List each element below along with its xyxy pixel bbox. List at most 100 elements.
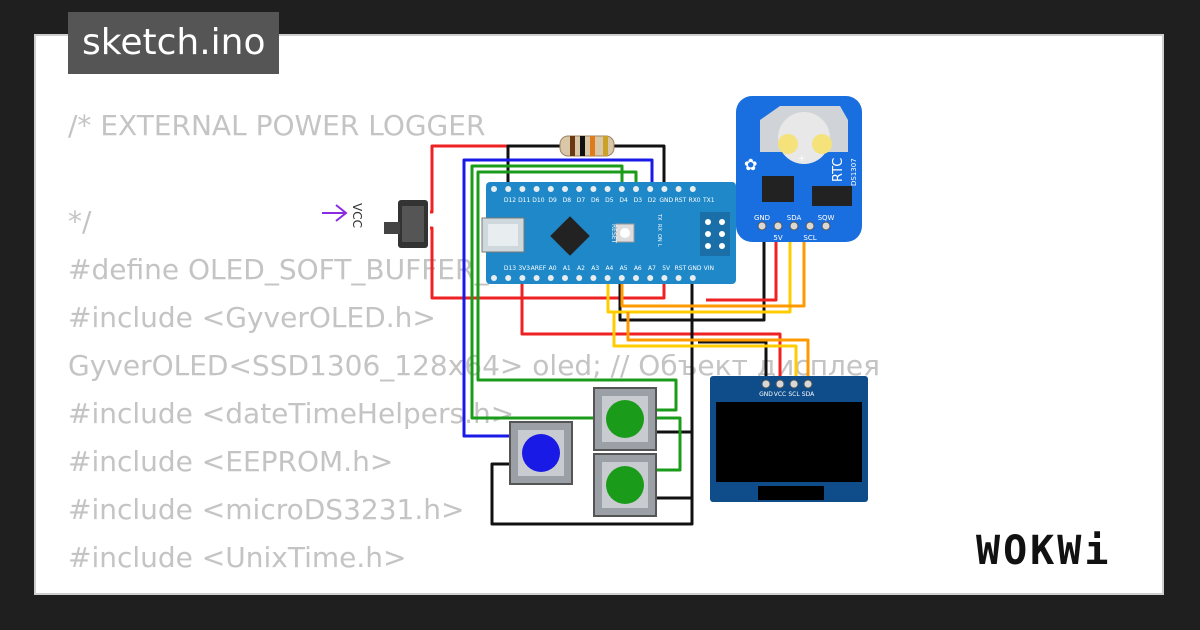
pin-label: A3	[591, 265, 599, 272]
pin-label: VIN	[704, 265, 714, 272]
pin-label: D10	[532, 197, 544, 204]
code-line: #include <microDS3231.h>	[68, 493, 465, 526]
code-line: #include <GyverOLED.h>	[68, 301, 436, 334]
led-label: RX	[656, 224, 662, 231]
wire-blue	[462, 158, 654, 438]
pin-label: RX0	[689, 197, 701, 204]
pin	[576, 186, 583, 192]
filename-tab: sketch.ino	[68, 12, 280, 74]
wire-black	[698, 340, 768, 380]
pin-label: GND	[754, 214, 770, 222]
code-line: */	[68, 205, 92, 238]
pin-label: A6	[634, 265, 642, 272]
pin	[789, 379, 799, 389]
wire-yellow	[612, 312, 798, 380]
rtc-chip	[762, 176, 794, 202]
pin	[519, 275, 526, 281]
pin	[773, 221, 783, 231]
code-line: /* EXTERNAL POWER LOGGER	[68, 109, 486, 142]
pin-label: GND	[688, 265, 702, 272]
pin	[633, 186, 639, 192]
pin	[547, 275, 554, 281]
pin	[562, 186, 568, 192]
pin-label: A2	[577, 265, 585, 272]
pin-label: D7	[577, 197, 586, 204]
pin	[689, 186, 696, 192]
pin-label: D8	[563, 197, 572, 204]
pin-label: SDA	[787, 214, 802, 222]
pin	[491, 275, 497, 281]
icsp-header	[700, 212, 730, 256]
pin-label: D13	[504, 265, 516, 272]
pin	[647, 186, 654, 192]
pin	[757, 221, 767, 231]
pin	[675, 275, 682, 281]
pin-label: RST	[675, 265, 687, 272]
pin-label: TX1	[702, 197, 715, 204]
rtc-title: RTC	[831, 158, 846, 182]
pin-label: 5V	[662, 265, 671, 272]
pin-label: D11	[518, 197, 530, 204]
pin-label: A4	[605, 265, 613, 272]
vcc-arrow-icon	[322, 204, 348, 222]
led-label: L	[656, 244, 662, 247]
pin	[805, 221, 815, 231]
button-green-bottom[interactable]	[593, 453, 657, 517]
wire-black	[614, 144, 666, 194]
resistor	[559, 135, 615, 157]
pin-label: SQW	[818, 214, 835, 222]
pin	[547, 186, 554, 192]
button-blue[interactable]	[509, 421, 573, 485]
rtc-model: DS1307	[850, 158, 858, 186]
wires	[430, 144, 810, 526]
pin	[576, 275, 583, 281]
pin	[789, 221, 799, 231]
vcc-label: VCC	[350, 203, 364, 228]
pin	[604, 275, 611, 281]
pin-label: D4	[619, 197, 628, 204]
pin	[533, 186, 540, 192]
wire-green	[470, 164, 682, 472]
pin-label: D3	[634, 197, 643, 204]
wire-red	[706, 226, 778, 302]
pin-label: SDA	[802, 391, 815, 398]
pin	[647, 275, 654, 281]
slide-switch[interactable]	[384, 200, 428, 248]
pin	[562, 275, 568, 281]
vcc-source: VCC	[322, 203, 364, 228]
wire-yellow	[606, 226, 792, 314]
pin	[633, 275, 639, 281]
wire-black	[506, 144, 560, 196]
pin	[519, 186, 526, 192]
code-line: #include <EEPROM.h>	[68, 445, 394, 478]
pin	[533, 275, 540, 281]
pin	[590, 275, 597, 281]
pin	[775, 379, 785, 389]
wire-red	[430, 144, 560, 214]
pin	[618, 275, 625, 281]
pin	[505, 275, 512, 281]
wokwi-logo: WOKWi	[976, 528, 1112, 574]
frame-shadow	[1166, 48, 1200, 608]
pin	[661, 186, 668, 192]
pin	[821, 221, 831, 231]
wire-black	[490, 272, 694, 526]
mcu-chip	[550, 216, 590, 256]
led-label: TX	[656, 213, 662, 221]
pin-label: GND	[659, 197, 673, 204]
pin-label: D12	[504, 197, 516, 204]
code-line: #include <dateTimeHelpers.h>	[68, 397, 515, 430]
pin-label: D5	[605, 197, 614, 204]
wire-orange	[620, 226, 806, 308]
pin	[491, 186, 497, 192]
button-green-top[interactable]	[593, 387, 657, 451]
pin-label: D9	[548, 197, 557, 204]
crystal	[812, 186, 852, 206]
wire-black	[618, 226, 766, 322]
